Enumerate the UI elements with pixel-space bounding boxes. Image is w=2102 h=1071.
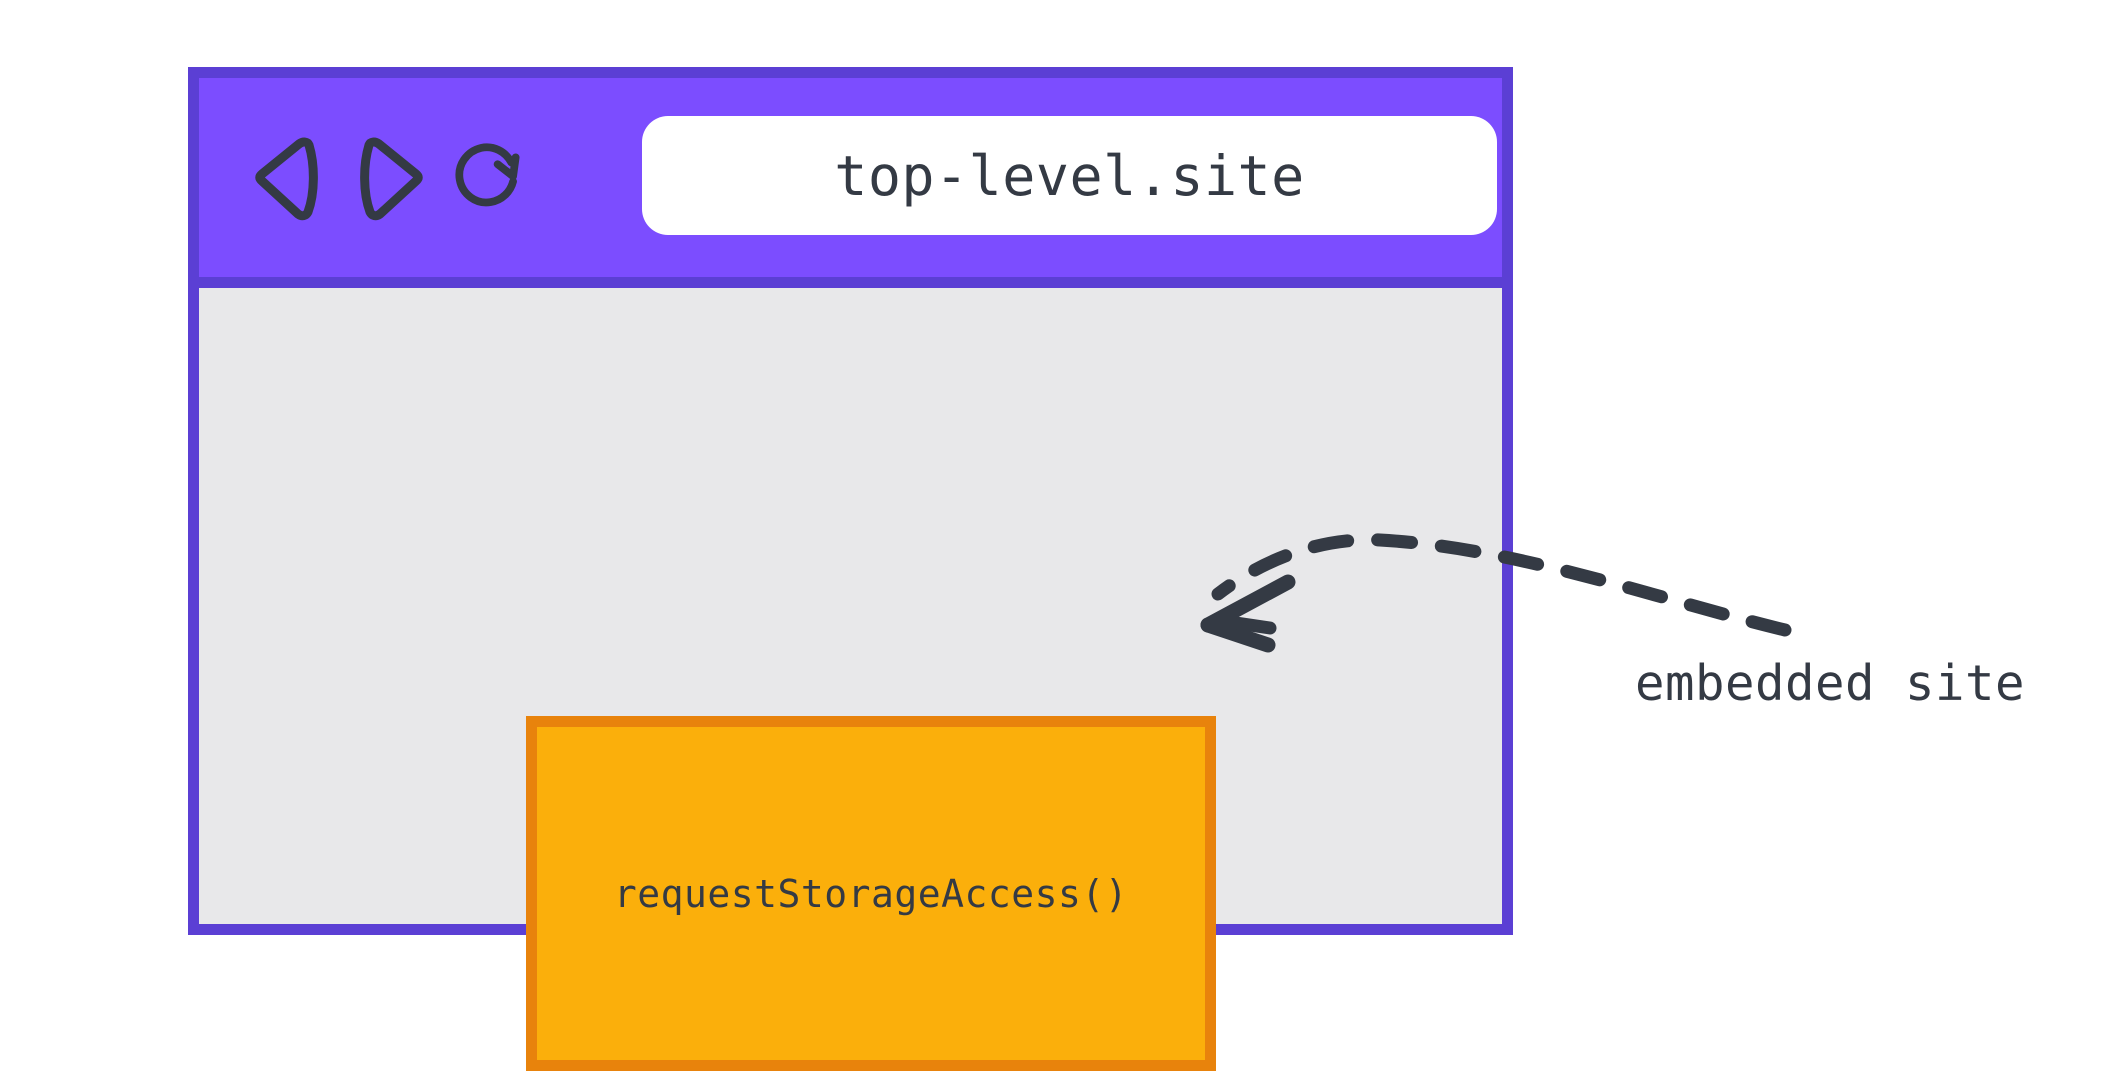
- request-storage-access-label: requestStorageAccess(): [613, 871, 1129, 916]
- browser-window: top-level.site requestStorageAccess(): [188, 67, 1513, 1071]
- embedded-site-frame[interactable]: requestStorageAccess(): [526, 716, 1216, 1071]
- browser-toolbar: top-level.site: [199, 78, 1502, 288]
- reload-icon[interactable]: [452, 135, 526, 221]
- embedded-site-annotation-label: embedded site: [1635, 655, 2026, 712]
- url-bar[interactable]: top-level.site: [642, 116, 1497, 235]
- url-text: top-level.site: [834, 143, 1305, 208]
- navigation-controls: [252, 135, 526, 221]
- forward-icon[interactable]: [352, 135, 426, 221]
- back-icon[interactable]: [252, 135, 326, 221]
- page-viewport: requestStorageAccess(): [199, 288, 1502, 1071]
